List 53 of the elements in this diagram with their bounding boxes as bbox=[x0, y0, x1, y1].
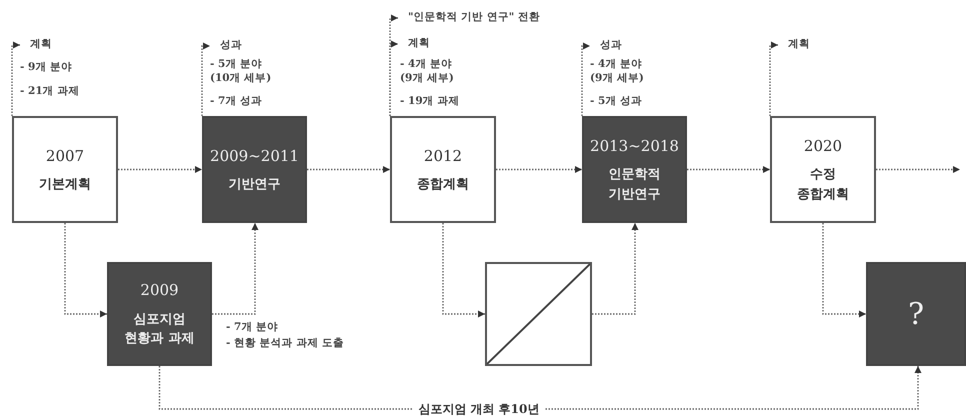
box-label: 기반연구 bbox=[228, 176, 280, 194]
note-heading: 성과 bbox=[220, 39, 242, 53]
box-label: ? bbox=[908, 296, 924, 334]
filled-box bbox=[107, 262, 212, 366]
filled-box bbox=[582, 116, 687, 223]
process-box bbox=[12, 116, 118, 223]
note-heading: 계획 bbox=[408, 37, 430, 51]
arrow bbox=[201, 42, 210, 116]
note-text: - 현황 분석과 과제 도출 bbox=[226, 337, 344, 351]
note-text: - 7개 성과 bbox=[210, 95, 262, 109]
arrow bbox=[11, 42, 20, 116]
year-label: 2009 bbox=[140, 280, 179, 302]
year-label: 2007 bbox=[46, 146, 84, 166]
note-heading: 성과 bbox=[600, 39, 622, 53]
edge-label: 심포지엄 개최 후10년 bbox=[412, 400, 546, 418]
box-label: 심포지엄 현황과 과제 bbox=[124, 310, 196, 348]
note-heading: "인문학적 기반 연구" 전환 bbox=[408, 11, 540, 25]
box-label: 종합계획 bbox=[417, 176, 469, 194]
arrow bbox=[592, 223, 638, 315]
arrow bbox=[581, 42, 590, 116]
arrow bbox=[822, 223, 866, 318]
year-label: 2009~2011 bbox=[210, 146, 299, 166]
arrow bbox=[307, 166, 390, 173]
arrow bbox=[64, 223, 107, 318]
arrow bbox=[118, 166, 202, 173]
process-box bbox=[390, 116, 496, 223]
note-text: - 5개 분야 (10개 세부) bbox=[210, 58, 272, 86]
arrow bbox=[769, 42, 778, 116]
year-label: 2013~2018 bbox=[590, 136, 679, 157]
box-label: 인문학적 기반연구 bbox=[608, 166, 662, 204]
arrow bbox=[442, 223, 485, 318]
arrow bbox=[876, 166, 960, 173]
note-heading: 계획 bbox=[30, 38, 52, 52]
note-text: - 4개 분야 (9개 세부) bbox=[400, 58, 455, 86]
process-box bbox=[770, 116, 876, 223]
filled-box bbox=[866, 262, 966, 366]
note-text: - 7개 분야 bbox=[226, 321, 278, 335]
note-text: - 5개 성과 bbox=[590, 95, 642, 109]
box-label: 수정 종합계획 bbox=[796, 166, 850, 204]
arrow bbox=[687, 166, 770, 173]
box-label: 기본계획 bbox=[39, 176, 91, 194]
year-label: 2012 bbox=[424, 146, 462, 166]
filled-box bbox=[202, 116, 307, 223]
note-text: - 21개 과제 bbox=[20, 85, 80, 99]
arrow bbox=[389, 40, 398, 116]
note-heading: 계획 bbox=[788, 38, 810, 52]
note-text: - 19개 과제 bbox=[400, 95, 460, 109]
note-text: - 9개 분야 bbox=[20, 61, 72, 75]
diagonal-box bbox=[485, 262, 592, 366]
arrow bbox=[212, 223, 258, 315]
note-text: - 4개 분야 (9개 세부) bbox=[590, 58, 645, 86]
year-label: 2020 bbox=[804, 136, 842, 157]
arrow bbox=[496, 166, 582, 173]
